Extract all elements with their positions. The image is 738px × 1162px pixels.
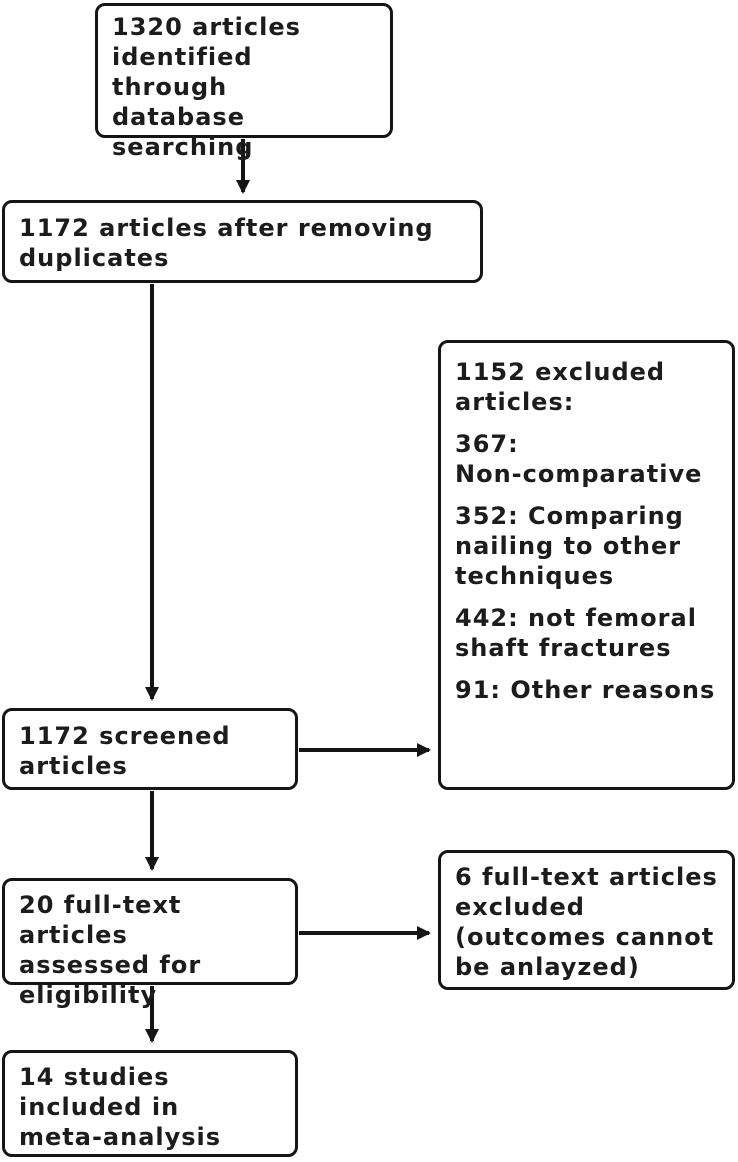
box-fulltext-assessed: 20 full-text articles assessed for eligi…: [2, 878, 298, 1009]
box-articles-identified-text: 1320 articles identified through databas…: [112, 13, 301, 161]
box-studies-included: 14 studies included in meta-analysis: [2, 1050, 298, 1157]
exclusion-reason-not-femoral: 442: not femoral shaft fractures: [455, 604, 697, 662]
box-studies-included-text: 14 studies included in meta-analysis: [19, 1063, 222, 1151]
excluded-articles-heading: 1152 excluded articles:: [455, 358, 666, 416]
box-articles-identified: 1320 articles identified through databas…: [95, 3, 393, 161]
exclusion-reason-other: 91: Other reasons: [455, 676, 716, 704]
box-fulltext-excluded: 6 full-text articles excluded (outcomes …: [438, 850, 735, 990]
exclusion-reason-other-techniques: 352: Comparing nailing to other techniqu…: [455, 502, 684, 590]
box-articles-after-duplicates-removed-text: 1172 articles after removing duplicates: [19, 214, 434, 272]
box-fulltext-assessed-text: 20 full-text articles assessed for eligi…: [19, 891, 202, 1009]
box-screened-articles-text: 1172 screened articles: [19, 722, 231, 780]
box-articles-after-duplicates-removed: 1172 articles after removing duplicates: [2, 200, 483, 283]
exclusion-reason-non-comparative: 367: Non-comparative: [455, 430, 703, 488]
box-excluded-articles: 1152 excluded articles: 367: Non-compara…: [438, 340, 735, 790]
box-fulltext-excluded-text: 6 full-text articles excluded (outcomes …: [455, 863, 718, 981]
box-screened-articles: 1172 screened articles: [2, 708, 298, 790]
